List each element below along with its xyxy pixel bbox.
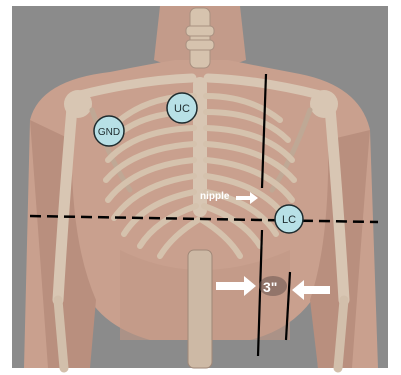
- electrode-uc-label: UC: [174, 103, 190, 115]
- electrode-lc: LC: [275, 205, 303, 233]
- electrode-uc: UC: [167, 93, 197, 123]
- distance-label: 3": [263, 279, 277, 295]
- electrode-gnd-label: GND: [98, 127, 120, 138]
- electrode-lc-label: LC: [282, 214, 296, 226]
- nipple-label: nipple: [200, 191, 230, 202]
- electrode-gnd: GND: [94, 116, 124, 146]
